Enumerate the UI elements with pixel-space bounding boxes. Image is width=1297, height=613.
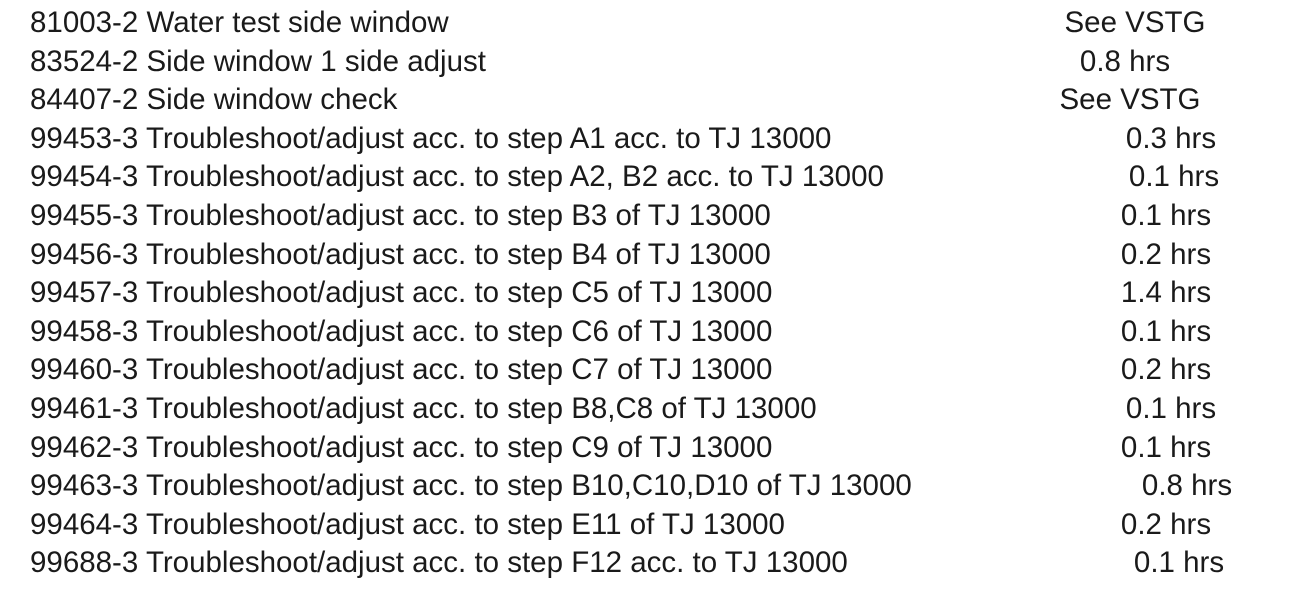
operation-row: 99457-3 Troubleshoot/adjust acc. to step… <box>30 274 1270 313</box>
operation-code: 99454-3 <box>30 160 139 194</box>
operation-code: 99456-3 <box>30 237 139 271</box>
operation-code: 99455-3 <box>30 198 139 232</box>
operation-description: 83524-2 Side window 1 side adjust <box>30 43 486 82</box>
operation-text: Troubleshoot/adjust acc. to step E11 of … <box>145 507 785 541</box>
operation-row: 84407-2 Side window check See VSTG <box>30 81 1270 120</box>
operation-text: Troubleshoot/adjust acc. to step B3 of T… <box>145 198 771 232</box>
operation-time: 0.2 hrs <box>1120 237 1212 271</box>
operation-description: 99454-3 Troubleshoot/adjust acc. to step… <box>30 158 884 197</box>
operation-code: 99462-3 <box>30 430 139 464</box>
operation-description: 99456-3 Troubleshoot/adjust acc. to step… <box>30 236 771 275</box>
operation-code: 99453-3 <box>30 121 139 155</box>
operation-text: Water test side window <box>146 6 449 39</box>
operation-code: 99464-3 <box>30 507 139 541</box>
operation-text: Troubleshoot/adjust acc. to step B10,C10… <box>145 469 912 503</box>
operation-time: 0.1 hrs <box>1120 198 1212 232</box>
operation-code: 99457-3 <box>30 276 139 310</box>
operation-time: 0.1 hrs <box>1120 314 1212 348</box>
operation-description: 99464-3 Troubleshoot/adjust acc. to step… <box>30 506 785 545</box>
operation-time: 1.4 hrs <box>1120 276 1212 310</box>
operation-row: 99453-3 Troubleshoot/adjust acc. to step… <box>30 120 1270 159</box>
operation-description: 99462-3 Troubleshoot/adjust acc. to step… <box>30 429 772 468</box>
operation-row: 99454-3 Troubleshoot/adjust acc. to step… <box>30 158 1270 197</box>
operation-time: 0.2 hrs <box>1120 507 1212 541</box>
operation-text: Troubleshoot/adjust acc. to step C7 of T… <box>145 353 773 387</box>
operation-text: Troubleshoot/adjust acc. to step C6 of T… <box>145 314 773 348</box>
operation-row: 99463-3 Troubleshoot/adjust acc. to step… <box>30 467 1270 506</box>
operation-description: 99688-3 Troubleshoot/adjust acc. to step… <box>30 544 848 583</box>
operation-description: 99453-3 Troubleshoot/adjust acc. to step… <box>30 120 831 159</box>
operation-row: 99455-3 Troubleshoot/adjust acc. to step… <box>30 197 1270 236</box>
operation-row: 99688-3 Troubleshoot/adjust acc. to step… <box>30 544 1270 583</box>
operation-time: 0.1 hrs <box>1120 430 1212 464</box>
operation-row: 99461-3 Troubleshoot/adjust acc. to step… <box>30 390 1270 429</box>
operation-text: Troubleshoot/adjust acc. to step B8,C8 o… <box>145 391 817 425</box>
operation-code: 99463-3 <box>30 469 139 503</box>
operation-time: 0.1 hrs <box>1133 546 1225 580</box>
operation-description: 99460-3 Troubleshoot/adjust acc. to step… <box>30 351 772 390</box>
operation-row: 99456-3 Troubleshoot/adjust acc. to step… <box>30 236 1270 275</box>
operation-time: 0.8 hrs <box>1079 44 1171 78</box>
operation-row: 83524-2 Side window 1 side adjust 0.8 hr… <box>30 43 1270 82</box>
operation-description: 99455-3 Troubleshoot/adjust acc. to step… <box>30 197 771 236</box>
operation-code: 99688-3 <box>30 546 139 580</box>
operation-code: 99458-3 <box>30 314 139 348</box>
operation-row: 81003-2 Water test side window See VSTG <box>30 4 1270 43</box>
operation-code: 99461-3 <box>30 391 139 425</box>
operation-time: 0.3 hrs <box>1125 121 1217 155</box>
operation-code: 83524-2 <box>30 44 139 78</box>
operation-time: 0.1 hrs <box>1125 391 1217 425</box>
operation-description: 99461-3 Troubleshoot/adjust acc. to step… <box>30 390 817 429</box>
operation-time: 0.8 hrs <box>1141 469 1233 503</box>
operation-description: 81003-2 Water test side window <box>30 4 449 43</box>
operation-text: Troubleshoot/adjust acc. to step C5 of T… <box>145 276 773 310</box>
operation-description: 84407-2 Side window check <box>30 81 397 120</box>
operation-time: See VSTG <box>1064 6 1206 39</box>
operation-row: 99464-3 Troubleshoot/adjust acc. to step… <box>30 506 1270 545</box>
operation-description: 99458-3 Troubleshoot/adjust acc. to step… <box>30 313 772 352</box>
operation-text: Troubleshoot/adjust acc. to step F12 acc… <box>145 546 848 580</box>
operation-description: 99457-3 Troubleshoot/adjust acc. to step… <box>30 274 772 313</box>
operation-row: 99460-3 Troubleshoot/adjust acc. to step… <box>30 351 1270 390</box>
operation-text: Troubleshoot/adjust acc. to step A1 acc.… <box>145 121 832 155</box>
operation-text: Troubleshoot/adjust acc. to step B4 of T… <box>145 237 771 271</box>
operation-time: See VSTG <box>1059 83 1201 117</box>
operation-time: 0.2 hrs <box>1120 353 1212 387</box>
operation-text: Troubleshoot/adjust acc. to step C9 of T… <box>145 430 773 464</box>
operation-list: 81003-2 Water test side window See VSTG … <box>30 4 1270 583</box>
operation-text: Troubleshoot/adjust acc. to step A2, B2 … <box>145 160 884 194</box>
operation-code: 99460-3 <box>30 353 139 387</box>
operation-code: 81003-2 <box>30 6 139 39</box>
operation-row: 99462-3 Troubleshoot/adjust acc. to step… <box>30 429 1270 468</box>
operation-description: 99463-3 Troubleshoot/adjust acc. to step… <box>30 467 912 506</box>
operation-time: 0.1 hrs <box>1128 160 1220 194</box>
operation-text: Side window check <box>146 83 398 117</box>
operation-text: Side window 1 side adjust <box>146 44 486 78</box>
operation-row: 99458-3 Troubleshoot/adjust acc. to step… <box>30 313 1270 352</box>
operation-code: 84407-2 <box>30 83 139 117</box>
